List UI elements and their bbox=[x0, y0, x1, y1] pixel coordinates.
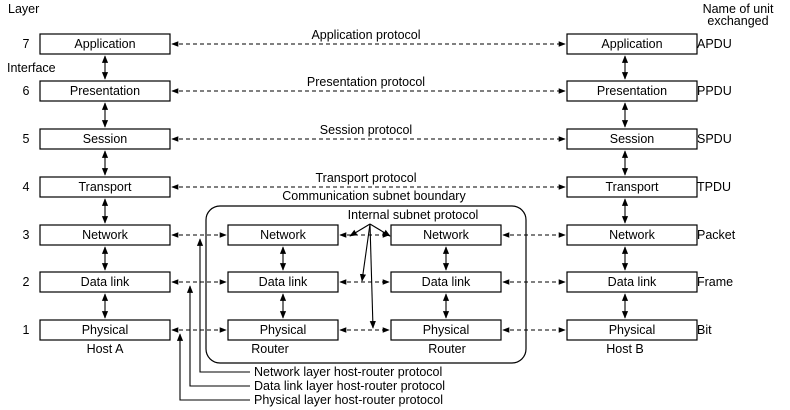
internal-protocol-arrow-network bbox=[349, 223, 371, 237]
host-a-layer-box bbox=[39, 128, 171, 150]
router-left-label: Router bbox=[251, 342, 289, 356]
peer-protocol-label: Presentation protocol bbox=[307, 75, 425, 89]
layer-number: 7 bbox=[23, 37, 30, 51]
internal-protocol-arrow-datalink bbox=[359, 223, 371, 282]
router-left-layer-label: Data link bbox=[259, 275, 308, 289]
layer-number: 1 bbox=[23, 323, 30, 337]
unit-name: TPDU bbox=[697, 180, 731, 194]
router-right-layer-box bbox=[390, 319, 502, 341]
router-right-layer-box bbox=[390, 271, 502, 293]
host-a-layer-label: Session bbox=[83, 132, 128, 146]
network-host-router-protocol-label: Network layer host-router protocol bbox=[254, 365, 442, 379]
host-a-layer-label: Network bbox=[82, 228, 129, 242]
router-right-layer-label: Network bbox=[423, 228, 470, 242]
host-a-layer-box bbox=[39, 224, 171, 246]
router-left-layer-box bbox=[227, 271, 339, 293]
host-a-layer-label: Transport bbox=[78, 180, 132, 194]
unit-heading-line1: Name of unit bbox=[703, 2, 774, 16]
router-left-layer-label: Physical bbox=[260, 323, 307, 337]
peer-protocol-label: Application protocol bbox=[311, 28, 420, 42]
layer-number: 6 bbox=[23, 84, 30, 98]
layer-number: 5 bbox=[23, 132, 30, 146]
unit-name: APDU bbox=[697, 37, 732, 51]
internal-protocol-arrow-physical bbox=[369, 223, 376, 329]
host-b-layer-label: Data link bbox=[608, 275, 657, 289]
host-b-layer-label: Network bbox=[609, 228, 656, 242]
host-a-layer-label: Physical bbox=[82, 323, 129, 337]
layers-group: 7 Application Application APDU Application p… bbox=[23, 28, 736, 341]
host-a-layer-label: Application bbox=[74, 37, 135, 51]
host-b-layer-label: Session bbox=[610, 132, 655, 146]
router-right-layer-label: Physical bbox=[423, 323, 470, 337]
layer-heading: Layer bbox=[8, 2, 39, 16]
host-a-layer-box bbox=[39, 33, 171, 55]
host-a-layer-box bbox=[39, 319, 171, 341]
datalink-host-router-callout bbox=[186, 285, 250, 387]
peer-protocol-label: Session protocol bbox=[320, 123, 412, 137]
host-b-layer-box bbox=[566, 33, 698, 55]
unit-name: Bit bbox=[697, 323, 712, 337]
host-a-layer-box bbox=[39, 176, 171, 198]
datalink-host-router-protocol-label: Data link layer host-router protocol bbox=[254, 379, 445, 393]
host-a-layer-label: Data link bbox=[81, 275, 130, 289]
physical-host-router-callout bbox=[176, 333, 250, 401]
interface-label: Interface bbox=[7, 61, 56, 75]
unit-heading-line2: exchanged bbox=[707, 14, 768, 28]
host-b-layer-box bbox=[566, 128, 698, 150]
internal-subnet-protocol-label: Internal subnet protocol bbox=[348, 208, 479, 222]
router-right-layer-box bbox=[390, 224, 502, 246]
host-b-layer-label: Transport bbox=[605, 180, 659, 194]
host-b-layer-label: Application bbox=[601, 37, 662, 51]
host-b-layer-box bbox=[566, 176, 698, 198]
network-host-router-callout bbox=[196, 238, 250, 373]
layer-number: 2 bbox=[23, 275, 30, 289]
router-left-layer-label: Network bbox=[260, 228, 307, 242]
host-b-label: Host B bbox=[606, 342, 644, 356]
internal-protocol-arrow-network-right bbox=[369, 223, 391, 237]
host-b-layer-box bbox=[566, 224, 698, 246]
router-right-label: Router bbox=[428, 342, 466, 356]
host-a-layer-box bbox=[39, 80, 171, 102]
host-a-layer-box bbox=[39, 271, 171, 293]
host-b-layer-box bbox=[566, 271, 698, 293]
subnet-boundary-label: Communication subnet boundary bbox=[282, 189, 466, 203]
peer-protocol-label: Transport protocol bbox=[316, 171, 417, 185]
unit-name: PPDU bbox=[697, 84, 732, 98]
unit-name: Frame bbox=[697, 275, 733, 289]
router-right-layer-label: Data link bbox=[422, 275, 471, 289]
host-b-layer-box bbox=[566, 319, 698, 341]
unit-name: Packet bbox=[697, 228, 736, 242]
router-left-layer-box bbox=[227, 224, 339, 246]
host-b-layer-box bbox=[566, 80, 698, 102]
host-b-layer-label: Physical bbox=[609, 323, 656, 337]
layer-number: 3 bbox=[23, 228, 30, 242]
host-b-layer-label: Presentation bbox=[597, 84, 667, 98]
router-left-layer-box bbox=[227, 319, 339, 341]
host-a-label: Host A bbox=[87, 342, 124, 356]
host-a-layer-label: Presentation bbox=[70, 84, 140, 98]
layer-number: 4 bbox=[23, 180, 30, 194]
unit-name: SPDU bbox=[697, 132, 732, 146]
physical-host-router-protocol-label: Physical layer host-router protocol bbox=[254, 393, 443, 407]
